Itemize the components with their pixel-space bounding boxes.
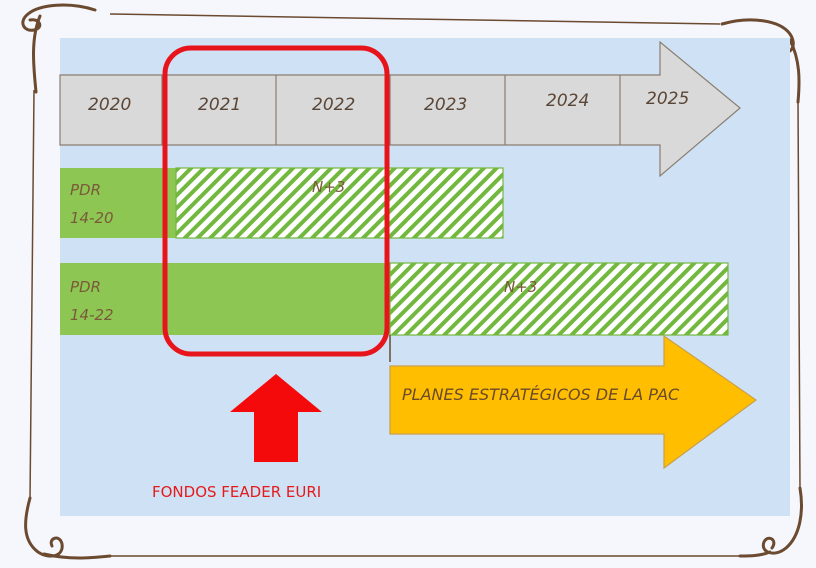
pdr-14-22-label-line1: PDR	[70, 278, 101, 296]
pdr-14-20-label-line2: 14-20	[70, 209, 114, 227]
feader-label: FONDOS FEADER EURI	[152, 483, 321, 501]
frame-left-line	[29, 89, 35, 501]
year-label: 2022	[312, 95, 355, 115]
pdr-14-22-row: PDR 14-22 N+3	[60, 262, 729, 336]
pdr-14-22-n3-extension	[389, 262, 729, 336]
pdr-14-20-n3-label: N+3	[312, 178, 345, 196]
pdr-14-20-n3-extension	[175, 167, 504, 239]
pac-arrow: PLANES ESTRATÉGICOS DE LA PAC	[389, 334, 758, 470]
year-label: 2023	[424, 95, 467, 115]
pac-arrow-label: PLANES ESTRATÉGICOS DE LA PAC	[402, 385, 680, 404]
frame-top-line	[109, 13, 721, 25]
year-label: 2021	[198, 95, 241, 115]
year-label: 2020	[88, 95, 131, 115]
frame-corner-top-left	[21, 3, 97, 94]
frame-right-line	[797, 99, 801, 491]
frame-corner-bottom-left	[24, 496, 112, 560]
pdr-14-22-label-line2: 14-22	[70, 306, 114, 324]
frame-corner-bottom-right	[738, 486, 803, 558]
highlight-box	[162, 45, 390, 357]
pdr-14-20-bar	[60, 168, 176, 238]
year-label: 2025	[646, 89, 689, 109]
pdr-14-22-n3-label: N+3	[504, 278, 537, 296]
timeline-arrow: 2020 2021 2022 2023 2024 2025	[59, 40, 741, 178]
pdr-14-22-bar	[60, 263, 390, 335]
up-arrow-icon	[230, 374, 322, 462]
pdr-14-20-row: PDR 14-20 N+3	[60, 167, 504, 239]
pdr-14-20-label-line1: PDR	[70, 181, 101, 199]
year-label: 2024	[546, 91, 589, 111]
